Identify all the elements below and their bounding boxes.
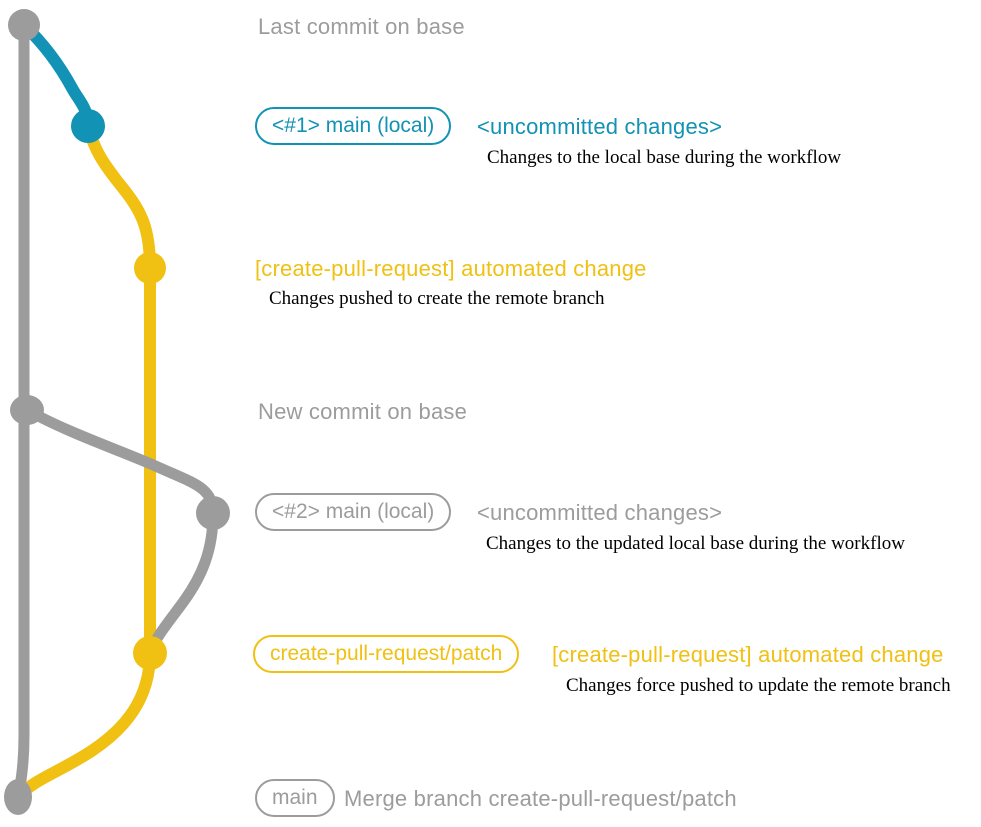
label-uncommitted-changes-1: <uncommitted changes> bbox=[477, 114, 723, 139]
label-last-commit-on-base: Last commit on base bbox=[258, 14, 465, 39]
commit-dot-last-base bbox=[8, 9, 40, 41]
label-automated-change-2: [create-pull-request] automated change bbox=[552, 642, 944, 667]
main-local-2-line bbox=[24, 405, 219, 515]
patch-branch-out-line bbox=[82, 124, 156, 269]
commit-dot-merge bbox=[4, 779, 32, 815]
commit-dot-automated-change-2 bbox=[133, 636, 167, 670]
branch-badge-main: main bbox=[255, 779, 335, 817]
branch-badge-main-local-2: <#2> main (local) bbox=[255, 493, 452, 531]
git-graph bbox=[4, 9, 230, 815]
commit-dot-main-local-1 bbox=[71, 109, 105, 143]
desc-automated-change-1: Changes pushed to create the remote bran… bbox=[269, 288, 605, 309]
branch-badge-create-pull-request-patch: create-pull-request/patch bbox=[253, 635, 520, 673]
main-local-1-line bbox=[19, 20, 94, 127]
desc-automated-change-2: Changes force pushed to update the remot… bbox=[566, 675, 951, 696]
label-merge-branch: Merge branch create-pull-request/patch bbox=[344, 786, 737, 811]
desc-uncommitted-changes-2: Changes to the updated local base during… bbox=[486, 533, 905, 554]
desc-uncommitted-changes-1: Changes to the local base during the wor… bbox=[487, 147, 842, 168]
label-uncommitted-changes-2: <uncommitted changes> bbox=[477, 500, 723, 525]
commit-dot-main-local-2 bbox=[196, 496, 230, 530]
main-local-2-return-line bbox=[145, 513, 219, 653]
patch-merge-line bbox=[13, 652, 156, 802]
commit-dot-new-base bbox=[10, 395, 44, 425]
commit-dot-automated-change-1 bbox=[134, 252, 166, 284]
label-automated-change-1: [create-pull-request] automated change bbox=[255, 256, 647, 281]
label-new-commit-on-base: New commit on base bbox=[258, 399, 468, 424]
branch-badge-main-local-1: <#1> main (local) bbox=[255, 107, 452, 145]
